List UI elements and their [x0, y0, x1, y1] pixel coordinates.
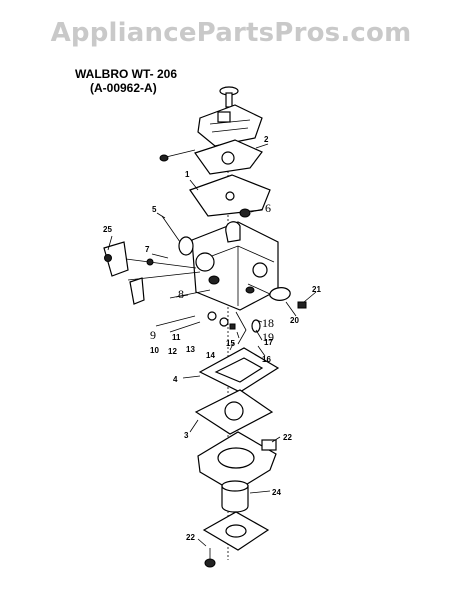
callout-22-upper: 22 — [283, 433, 292, 442]
callout-7: 7 — [145, 245, 150, 254]
part-6-plug — [239, 208, 251, 218]
bottom-screw-22 — [204, 548, 216, 568]
side-screw-left — [159, 149, 196, 162]
callout-21: 21 — [312, 285, 321, 294]
watermark: AppliancePartsPros.com — [50, 18, 412, 48]
callout-14: 14 — [206, 351, 215, 360]
callout-19: 19 — [262, 330, 274, 344]
callout-24: 24 — [272, 488, 281, 497]
choke-shaft — [127, 271, 201, 305]
callout-2: 2 — [264, 135, 269, 144]
callout-6: 6 — [265, 201, 271, 215]
diagram-title: WALBRO WT- 206 (A-00962-A) — [75, 67, 177, 95]
diaphragm-cover-23 — [197, 431, 277, 493]
callout-25: 25 — [103, 225, 112, 234]
throttle-plate — [178, 236, 194, 256]
callout-3: 3 — [184, 431, 189, 440]
callout-1: 1 — [185, 170, 190, 179]
callout-20: 20 — [290, 316, 299, 325]
callout-5: 5 — [152, 205, 157, 214]
callout-8: 8 — [178, 287, 184, 301]
callout-16: 16 — [262, 355, 271, 364]
callout-15: 15 — [226, 339, 235, 348]
filter-screen-24 — [221, 480, 249, 513]
throttle-shaft — [103, 241, 197, 277]
callout-11: 11 — [172, 333, 181, 342]
leader-lines — [107, 143, 317, 547]
small-screws — [155, 311, 229, 333]
diaphragm-1 — [189, 174, 271, 217]
top-screw — [219, 86, 239, 108]
callout-9: 9 — [150, 328, 156, 342]
carburetor-body — [191, 221, 279, 311]
top-cover-plate — [197, 104, 263, 147]
gasket-4 — [198, 347, 280, 393]
callout-18: 18 — [262, 316, 274, 330]
callout-4: 4 — [173, 375, 178, 384]
callout-10: 10 — [150, 346, 159, 355]
title-code: (A-00962-A) — [90, 81, 157, 95]
callout-13: 13 — [186, 345, 195, 354]
metering-diaphragm-3 — [194, 389, 274, 435]
gasket-2 — [194, 139, 263, 175]
callout-12: 12 — [168, 347, 177, 356]
title-model: WALBRO WT- 206 — [75, 67, 178, 81]
fuel-inlet-20 — [247, 283, 307, 309]
callout-22-lower: 22 — [186, 533, 195, 542]
callout-17: 17 — [264, 338, 273, 347]
bottom-gasket — [202, 511, 270, 551]
